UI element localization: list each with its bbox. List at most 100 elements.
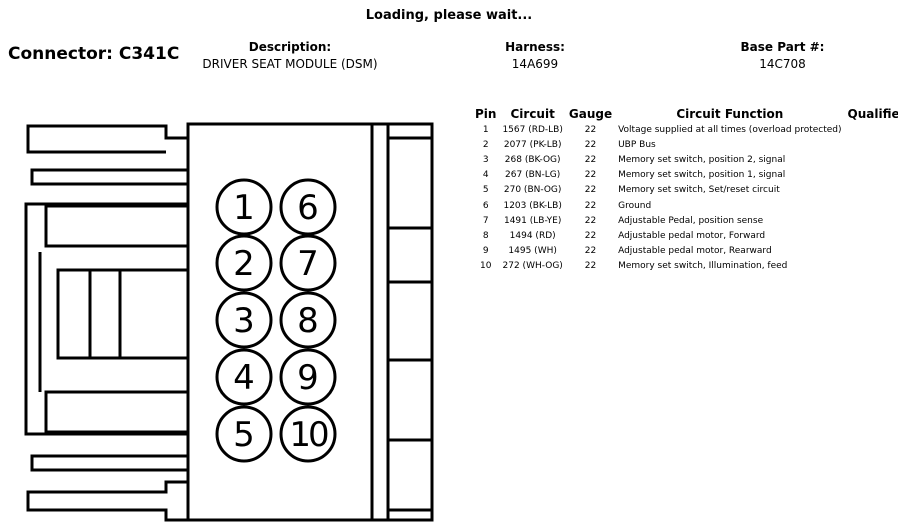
cell-qualifier [845, 244, 898, 259]
cell-pin: 8 [482, 230, 489, 241]
pin-cavity-2 [215, 234, 273, 292]
cell-gauge: 22 [584, 154, 597, 165]
harness-value: 14A699 [511, 57, 559, 71]
cell-pin: 2 [482, 139, 489, 150]
cell-function: Memory set switch, Illumination, feed [618, 261, 788, 272]
cell-pin: 5 [482, 185, 489, 196]
pin-cavity-5 [215, 405, 273, 463]
cell-function: Voltage supplied at all times (overload … [618, 124, 842, 135]
cell-pin: 3 [482, 154, 489, 165]
cell-circuit: 2077 (PK-LB) [503, 139, 562, 150]
table-row: 4 267 (BN-LG) 22 Memory set switch, posi… [472, 168, 898, 183]
col-circuit-header: Circuit [510, 107, 555, 121]
table-row: 1 1567 (RD-LB) 22 Voltage supplied at al… [472, 122, 898, 137]
cell-qualifier [845, 168, 898, 183]
cell-gauge: 22 [584, 261, 597, 272]
cell-qualifier [845, 122, 898, 137]
table-row: 5 270 (BN-OG) 22 Memory set switch, Set/… [472, 183, 898, 198]
left-body-lower [44, 390, 190, 434]
harness-label: Harness: [505, 40, 565, 54]
table-row: 10 272 (WH-OG) 22 Memory set switch, Ill… [472, 259, 898, 274]
cell-gauge: 22 [584, 139, 597, 150]
table-row: 9 1495 (WH) 22 Adjustable pedal motor, R… [472, 244, 898, 259]
base-part-block: Base Part #: 14C708 [715, 40, 850, 71]
base-part-value: 14C708 [759, 57, 806, 71]
left-body [24, 202, 190, 436]
description-block: Description: DRIVER SEAT MODULE (DSM) [185, 40, 395, 71]
pinout-table: Pin Circuit Gauge Circuit Function Quali… [472, 106, 898, 274]
cell-qualifier [845, 259, 898, 274]
pin-label-3: 3 [233, 301, 255, 341]
cell-function: Memory set switch, Set/reset circuit [618, 185, 780, 196]
cell-circuit: 270 (BN-OG) [503, 185, 562, 196]
pin-label-9: 9 [297, 358, 319, 398]
cell-qualifier [845, 137, 898, 152]
table-row: 7 1491 (LB-YE) 22 Adjustable Pedal, posi… [472, 213, 898, 228]
cell-qualifier [845, 152, 898, 167]
pin-cavity-1 [215, 178, 273, 236]
pin-cavity-4 [215, 348, 273, 406]
cell-circuit: 1203 (BK-LB) [503, 200, 562, 211]
connector-diagram: 1 6 2 7 3 8 4 9 5 10 [24, 122, 434, 522]
pin-labels: 1 6 2 7 3 8 4 9 5 10 [233, 188, 331, 455]
pin-cavity-3 [215, 291, 273, 349]
cell-gauge: 22 [584, 185, 597, 196]
cell-gauge: 22 [584, 215, 597, 226]
pin-label-7: 7 [297, 244, 319, 284]
cell-function: Ground [618, 200, 652, 211]
cell-circuit: 267 (BN-LG) [505, 170, 561, 181]
cell-circuit: 272 (WH-OG) [502, 261, 563, 272]
cell-function: UBP Bus [618, 139, 656, 150]
loading-status: Loading, please wait... [365, 8, 533, 23]
cell-function: Memory set switch, position 2, signal [618, 154, 786, 165]
table-row: 6 1203 (BK-LB) 22 Ground [472, 198, 898, 213]
pin-label-1: 1 [233, 188, 255, 228]
connector-title: Connector: C341C [8, 44, 180, 64]
cell-qualifier [845, 228, 898, 243]
cell-qualifier [845, 183, 898, 198]
cell-pin: 7 [482, 215, 489, 226]
col-function-header: Circuit Function [676, 107, 784, 121]
cell-pin: 10 [480, 261, 492, 272]
col-gauge-header: Gauge [568, 107, 613, 121]
harness-block: Harness: 14A699 [470, 40, 600, 71]
pinout-header-row: Pin Circuit Gauge Circuit Function Quali… [472, 106, 898, 122]
description-label: Description: [248, 40, 332, 54]
table-row: 8 1494 (RD) 22 Adjustable pedal motor, F… [472, 228, 898, 243]
cell-circuit: 268 (BK-OG) [504, 154, 561, 165]
pin-cavity-6 [279, 178, 337, 236]
col-pin-header: Pin [475, 107, 497, 121]
cell-circuit: 1495 (WH) [508, 246, 557, 257]
pin-cavity-8 [279, 291, 337, 349]
base-part-label: Base Part #: [740, 40, 825, 54]
cell-qualifier [845, 213, 898, 228]
pin-label-5: 5 [233, 415, 255, 455]
right-key-top [386, 136, 434, 230]
cell-gauge: 22 [584, 230, 597, 241]
cell-qualifier [845, 198, 898, 213]
connector-outline [24, 122, 434, 522]
cell-gauge: 22 [584, 170, 597, 181]
pin-cavity-10 [279, 405, 337, 463]
cell-circuit: 1491 (LB-YE) [503, 215, 562, 226]
pin-label-10: 10 [289, 415, 328, 455]
pin-label-2: 2 [233, 244, 255, 284]
cell-circuit: 1567 (RD-LB) [502, 124, 563, 135]
cell-function: Adjustable Pedal, position sense [618, 215, 764, 226]
cell-pin: 4 [482, 170, 489, 181]
right-key-bottom [386, 438, 434, 512]
left-body-upper [44, 204, 190, 248]
pin-cavities [215, 178, 337, 463]
col-qualifier-header: Qualifier [847, 107, 898, 121]
cell-circuit: 1494 (RD) [509, 230, 556, 241]
left-latch-top-inner [30, 168, 188, 186]
table-row: 2 2077 (PK-LB) 22 UBP Bus [472, 137, 898, 152]
left-latch-top [26, 124, 188, 154]
cell-function: Memory set switch, position 1, signal [618, 170, 786, 181]
cell-gauge: 22 [584, 200, 597, 211]
cell-pin: 6 [482, 200, 489, 211]
left-latch-bottom-inner [30, 454, 188, 472]
pin-label-8: 8 [297, 301, 319, 341]
pin-cavity-9 [279, 348, 337, 406]
right-key-middle [386, 280, 434, 362]
